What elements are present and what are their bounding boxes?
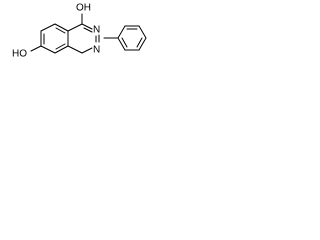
atom-label-n-lower: N <box>93 45 100 56</box>
bond <box>138 37 147 51</box>
bond <box>54 45 69 54</box>
double-bond-inner <box>55 27 66 34</box>
bond <box>138 25 147 39</box>
double-bond-inner <box>136 37 143 48</box>
atom-label-left-hydroxyl: HO <box>12 49 27 60</box>
double-bond-inner <box>55 43 66 50</box>
bond <box>67 45 83 54</box>
double-bond-inner <box>121 37 128 48</box>
double-bond-inner <box>83 27 93 33</box>
pyrimidine-ring <box>67 23 100 54</box>
bond <box>54 23 69 32</box>
atom-label-top-hydroxyl: OH <box>76 3 91 14</box>
bond-to-left-hydroxyl <box>30 45 42 52</box>
bond <box>40 23 56 32</box>
bond <box>117 37 126 51</box>
bond <box>67 23 83 32</box>
bond <box>117 25 126 39</box>
bond <box>81 47 93 54</box>
atom-label-n-upper: N <box>93 25 100 36</box>
chemical-structure-diagram: OH N N HO <box>12 3 147 60</box>
bond <box>40 45 56 54</box>
bond <box>81 23 93 30</box>
benzo-ring <box>40 23 69 54</box>
phenyl-ring <box>117 25 147 51</box>
